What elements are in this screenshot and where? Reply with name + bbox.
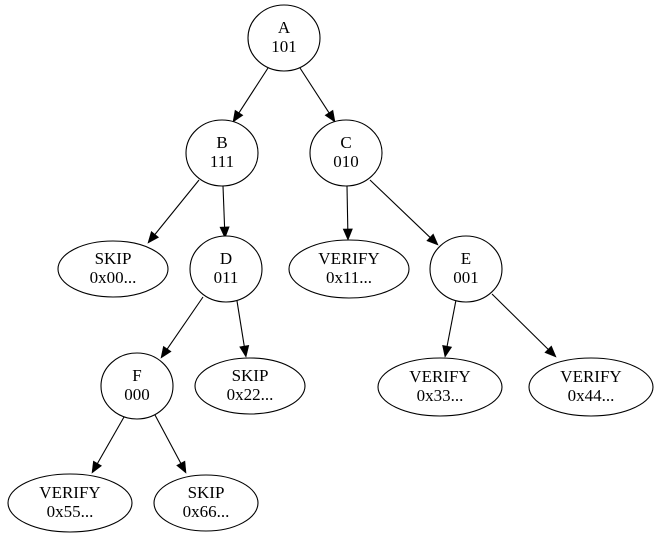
node-label-primary: SKIP	[95, 249, 132, 268]
edge-d-to-f	[160, 296, 204, 359]
edge-arrowhead-icon	[91, 460, 102, 474]
node-label-secondary: 000	[124, 385, 150, 404]
edge-e-to-ver33	[442, 299, 457, 358]
node-label-primary: A	[278, 18, 291, 37]
edge-arrowhead-icon	[232, 109, 244, 123]
node-skip00[interactable]: SKIP0x00...	[57, 240, 169, 298]
edge-a-to-c	[299, 67, 336, 123]
edge-b-to-skip00	[147, 179, 200, 244]
edge-arrowhead-icon	[239, 345, 250, 358]
edge-f-to-ver55	[91, 416, 125, 474]
node-label-primary: VERIFY	[39, 483, 100, 502]
node-label-primary: VERIFY	[560, 367, 621, 386]
edge-line	[96, 416, 125, 466]
node-label-secondary: 001	[453, 268, 479, 287]
edge-line	[369, 179, 432, 239]
node-shape-circle[interactable]	[100, 352, 174, 420]
node-shape-ellipse[interactable]	[7, 473, 133, 533]
node-shape-circle[interactable]	[247, 4, 321, 72]
node-shape-ellipse[interactable]	[528, 357, 654, 417]
node-label-primary: C	[340, 133, 351, 152]
edge-line	[491, 293, 550, 351]
node-shape-circle[interactable]	[309, 119, 383, 187]
edge-arrowhead-icon	[544, 345, 557, 358]
edge-line	[346, 185, 349, 231]
node-label-primary: VERIFY	[409, 367, 470, 386]
node-label-primary: F	[132, 366, 141, 385]
edge-line	[299, 67, 331, 115]
node-ver44[interactable]: VERIFY0x44...	[528, 357, 654, 417]
node-label-primary: B	[216, 133, 227, 152]
node-label-secondary: 111	[210, 152, 234, 171]
node-shape-ellipse[interactable]	[194, 357, 306, 415]
node-ver11[interactable]: VERIFY0x11...	[288, 239, 410, 299]
node-skip22[interactable]: SKIP0x22...	[194, 357, 306, 415]
edge-line	[237, 67, 269, 115]
edge-arrowhead-icon	[342, 228, 353, 241]
node-label-secondary: 0x00...	[90, 268, 137, 287]
node-label-secondary: 0x22...	[227, 385, 274, 404]
node-label-primary: SKIP	[188, 483, 225, 502]
edge-line	[154, 414, 183, 465]
edge-line	[236, 300, 246, 348]
edge-arrowhead-icon	[426, 233, 439, 246]
node-shape-ellipse[interactable]	[377, 357, 503, 417]
edge-arrowhead-icon	[324, 109, 336, 123]
edge-line	[222, 185, 226, 229]
node-label-primary: SKIP	[232, 366, 269, 385]
edges-layer	[91, 67, 557, 474]
node-label-secondary: 0x11...	[326, 268, 372, 287]
edge-f-to-skip66	[154, 414, 187, 474]
edge-e-to-ver44	[491, 293, 557, 358]
node-shape-ellipse[interactable]	[153, 474, 259, 532]
edge-arrowhead-icon	[176, 460, 187, 474]
edge-c-to-e	[369, 179, 439, 246]
edge-d-to-skip22	[236, 300, 250, 358]
nodes-layer: A101B111C010SKIP0x00...D011VERIFY0x11...…	[7, 4, 654, 533]
edge-arrowhead-icon	[147, 231, 160, 244]
edge-line	[153, 179, 200, 236]
node-label-secondary: 011	[214, 268, 239, 287]
node-shape-circle[interactable]	[429, 235, 503, 303]
node-label-primary: D	[220, 249, 232, 268]
edge-a-to-b	[232, 67, 269, 123]
edge-arrowhead-icon	[160, 345, 172, 359]
node-shape-circle[interactable]	[185, 119, 259, 187]
node-label-secondary: 0x44...	[568, 386, 615, 405]
node-label-secondary: 010	[333, 152, 359, 171]
node-label-primary: E	[461, 249, 471, 268]
edge-c-to-ver11	[342, 185, 353, 241]
node-label-secondary: 101	[271, 37, 297, 56]
edge-b-to-d	[219, 185, 230, 239]
edge-line	[446, 299, 457, 348]
node-ver33[interactable]: VERIFY0x33...	[377, 357, 503, 417]
edge-arrowhead-icon	[219, 226, 230, 239]
node-shape-circle[interactable]	[189, 235, 263, 303]
node-label-secondary: 0x66...	[183, 502, 230, 521]
node-label-secondary: 0x55...	[47, 502, 94, 521]
node-shape-ellipse[interactable]	[57, 240, 169, 298]
edge-line	[165, 296, 204, 351]
node-shape-ellipse[interactable]	[288, 239, 410, 299]
node-ver55[interactable]: VERIFY0x55...	[7, 473, 133, 533]
edge-arrowhead-icon	[442, 344, 453, 358]
node-skip66[interactable]: SKIP0x66...	[153, 474, 259, 532]
node-label-primary: VERIFY	[318, 249, 379, 268]
node-label-secondary: 0x33...	[417, 386, 464, 405]
